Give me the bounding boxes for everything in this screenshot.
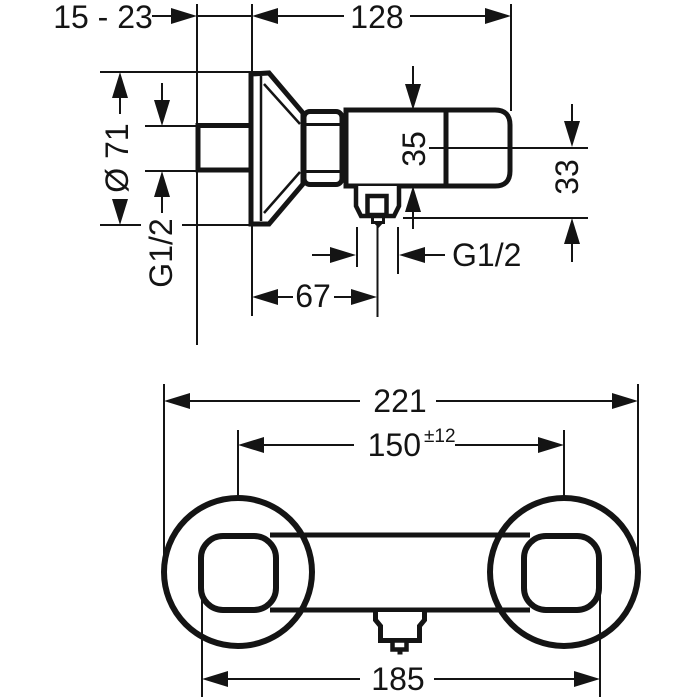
valve-body-and-handle (343, 107, 513, 189)
outlet-spout-front (373, 612, 427, 643)
arrowhead (202, 671, 228, 687)
dim-label-wall-adjust: 15 - 23 (53, 0, 153, 35)
arrowhead (574, 671, 600, 687)
arrowhead (171, 8, 197, 24)
mixer-side-geometry (195, 70, 513, 228)
arrowhead (405, 186, 421, 212)
arrowhead (112, 199, 128, 225)
supply-pipe (195, 123, 255, 173)
escutcheon-left (161, 495, 315, 649)
escutcheon-inner-edge-top (263, 83, 301, 125)
outlet-nipple-tip (373, 222, 384, 228)
dim-label-connection-centers: 150 (368, 427, 421, 463)
arrowhead (164, 393, 190, 409)
outlet-recess (365, 193, 389, 218)
body-end-right (521, 533, 602, 613)
dim-label-depth: 128 (350, 0, 403, 35)
mixer-front-geometry (161, 495, 641, 655)
front-view-arrowheads (164, 393, 638, 687)
dim-label-inlet-thread: G1/2 (143, 218, 179, 287)
arrowhead (399, 247, 425, 263)
front-view-extension-lines (163, 384, 639, 697)
arrowhead (330, 247, 356, 263)
outlet-nipple (371, 214, 385, 224)
union-nut (301, 109, 345, 187)
arrowhead (154, 100, 170, 126)
arrowhead (252, 289, 278, 305)
arrowhead (485, 8, 511, 24)
dim-label-overall-width: 221 (373, 383, 426, 419)
escutcheon-right (487, 495, 641, 649)
arrowhead (112, 72, 128, 98)
dim-label-escutcheon-diameter: Ø 71 (99, 123, 135, 192)
escutcheon-inner-edge-bottom (263, 171, 301, 214)
dim-label-outlet-thread: G1/2 (452, 237, 521, 273)
side-view-extension-lines (100, 4, 588, 345)
arrowhead (538, 437, 564, 453)
side-view-arrowheads (112, 8, 580, 305)
arrowhead (405, 84, 421, 110)
arrowhead (238, 437, 264, 453)
dim-label-body-width: 185 (371, 661, 424, 697)
side-view: 15 - 23 128 Ø 71 G1/2 35 33 G1/2 67 (53, 0, 588, 345)
arrowhead (351, 289, 377, 305)
arrowhead (564, 121, 580, 147)
dim-label-body-diameter: 35 (396, 131, 432, 167)
arrowhead (154, 171, 170, 197)
escutcheon-cone (248, 70, 306, 227)
front-view-labels: 221 150 ±12 185 (368, 383, 456, 697)
front-view: 221 150 ±12 185 (161, 383, 641, 697)
dim-label-outlet-offset: 67 (295, 278, 331, 314)
outlet-nipple-front (390, 638, 409, 652)
body-end-left (198, 533, 279, 613)
arrowhead (252, 8, 278, 24)
dim-label-outlet-drop: 33 (549, 159, 585, 195)
outlet-nipple-tip-front (397, 649, 403, 655)
side-view-labels: 15 - 23 128 Ø 71 G1/2 35 33 G1/2 67 (53, 0, 585, 314)
arrowhead (564, 218, 580, 244)
dim-label-connection-tolerance: ±12 (424, 426, 456, 447)
arrowhead (612, 393, 638, 409)
